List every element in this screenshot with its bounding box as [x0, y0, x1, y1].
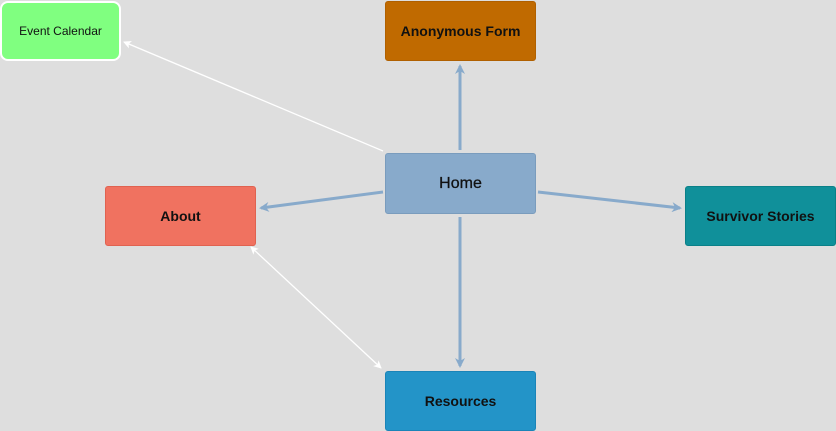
node-survivor-stories-label: Survivor Stories — [706, 208, 815, 224]
node-event-calendar-label: Event Calendar — [19, 24, 102, 38]
edge-home-to-event-calendar — [123, 41, 384, 152]
node-anonymous-form-label: Anonymous Form — [400, 23, 521, 39]
edge-home-to-survivor-stories — [537, 190, 682, 213]
node-about-label: About — [160, 208, 201, 224]
node-resources[interactable]: Resources — [385, 371, 536, 431]
node-resources-label: Resources — [424, 393, 497, 409]
node-survivor-stories[interactable]: Survivor Stories — [685, 186, 836, 246]
node-home[interactable]: Home — [385, 153, 536, 214]
edge-about-resources — [250, 246, 382, 369]
node-home-label: Home — [439, 174, 482, 192]
node-about[interactable]: About — [105, 186, 256, 246]
edge-home-to-about — [259, 190, 384, 212]
node-anonymous-form[interactable]: Anonymous Form — [385, 1, 536, 61]
node-event-calendar[interactable]: Event Calendar — [0, 1, 121, 61]
